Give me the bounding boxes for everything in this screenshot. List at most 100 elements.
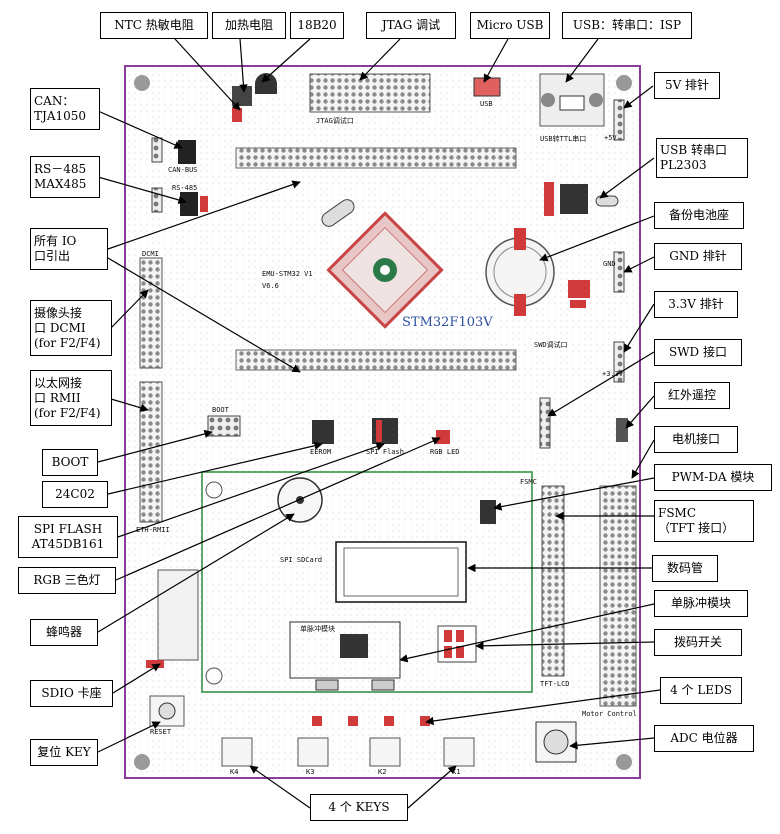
gnd-header [613,251,625,293]
eeprom-chip [312,420,334,444]
silk-boot: BOOT [212,406,229,414]
boot-jumpers [207,415,241,437]
silk-usb-ttl: USB转TTL串口 [540,135,587,143]
label-jtag: JTAG 调试 [366,12,456,39]
sd-module-board [201,471,533,693]
dcmi-header [139,257,163,369]
silk-gnd: GND [603,260,616,268]
label-micro-usb: Micro USB [470,12,550,39]
silk-swd: SWD调试口 [534,341,568,349]
rs485-transceiver [180,192,198,216]
key-k1 [443,737,475,767]
can-transceiver [178,140,196,164]
5v-header [613,99,625,141]
label-dip-switch: 拨码开关 [654,629,742,656]
label-motor: 电机接口 [654,426,738,453]
silk-version: V6.6 [262,282,279,290]
silk-3v3: +3.3V [602,370,624,378]
label-adc-pot: ADC 电位器 [654,725,754,752]
silk-jtag: JTAG调试口 [316,117,354,125]
key-k2 [369,737,401,767]
mount-hole-tl [134,75,150,91]
spi-flash-chip [372,418,398,444]
rgb-led [436,430,450,444]
label-leds: 4 个 LEDS [660,677,742,704]
label-dcmi: 摄像头接 口 DCMI (for F2/F4) [30,300,112,356]
led-2 [348,716,358,726]
silk-key-k4: K4 [230,768,239,776]
label-boot: BOOT [42,449,98,476]
heater-resistor [232,86,252,106]
label-single-pulse: 单脉冲模块 [654,590,748,617]
led-1 [312,716,322,726]
swd-header [539,397,551,449]
label-18b20: 18B20 [290,12,344,39]
mcu-label: STM32F103V [399,315,496,330]
key-k4 [221,737,253,767]
rmii-header [139,381,163,523]
label-ir: 红外遥控 [654,382,730,409]
label-24c02: 24C02 [42,481,108,508]
label-seg-display: 数码管 [652,555,718,582]
label-3v3: 3.3V 排针 [654,291,738,318]
mount-hole-bl [134,754,150,770]
pwm-da-chip [480,500,496,524]
jtag-header [309,73,431,113]
silk-board-name: EMU-STM32 V1 [262,270,313,278]
ir-receiver [616,418,628,442]
sd-card-slot [157,569,199,661]
label-rmii: 以太网接 口 RMII (for F2/F4) [30,370,112,426]
key-k3 [297,737,329,767]
silk-can-bus: CAN-BUS [168,166,198,174]
silk-motor-control: Motor Control [582,710,637,718]
label-rgb-led: RGB 三色灯 [18,567,116,594]
label-backup-battery: 备份电池座 [654,202,744,229]
silk-rgb-led: RGB LED [430,448,460,456]
silk-reset: RESET [150,728,172,736]
label-sdio: SDIO 卡座 [30,680,113,707]
ntc-resistor [232,108,242,122]
label-usb-uart: USB 转串口 PL2303 [656,138,748,178]
label-can: CAN： TJA1050 [30,88,100,130]
label-usb-isp: USB：转串口：ISP [562,12,692,39]
label-ntc: NTC 热敏电阻 [100,12,208,39]
seven-segment-display [335,541,467,603]
label-heater: 加热电阻 [212,12,286,39]
mount-hole-tr [616,75,632,91]
label-swd: SWD 接口 [654,339,742,366]
pl2303-chip [560,184,588,214]
silk-usb: USB [480,100,493,108]
label-fsmc: FSMC （TFT 接口） [654,500,754,542]
ds18b20-sensor [255,73,277,94]
motor-header [599,485,637,707]
rs485-header [151,187,163,213]
silk-tft-lcd: TFT-LCD [540,680,570,688]
mount-hole-br [616,754,632,770]
silk-dcmi: DCMI [142,250,159,258]
silk-eerom: EEROM [310,448,332,456]
silk-key-k2: K2 [378,768,387,776]
3v3-header [613,341,625,383]
label-buzzer: 蜂鸣器 [30,619,98,646]
led-3 [384,716,394,726]
label-reset-key: 复位 KEY [30,739,98,766]
label-5v: 5V 排针 [654,72,720,99]
can-header [151,137,163,163]
single-pulse-module [289,621,401,679]
label-spi-flash: SPI FLASH AT45DB161 [18,516,118,558]
label-io-breakout: 所有 IO 口引出 [30,228,108,270]
silk-eth-rmii: ETH-RMII [136,526,170,534]
label-rs485: RS－485 MAX485 [30,156,100,198]
stm32-mcu [326,211,444,329]
silk-key-k1: K1 [452,768,461,776]
label-keys: 4 个 KEYS [310,794,408,821]
silk-key-k3: K3 [306,768,315,776]
silk-spi-flash: SPI Flash [366,448,404,456]
silk-sdcard: SPI SDCard [280,556,323,564]
label-pwm-da: PWM-DA 模块 [654,464,772,491]
silk-fsmc: FSMC [520,478,537,486]
micro-usb-connector [473,77,501,97]
silk-pulse: 单脉冲模块 [300,625,335,633]
led-4 [420,716,430,726]
